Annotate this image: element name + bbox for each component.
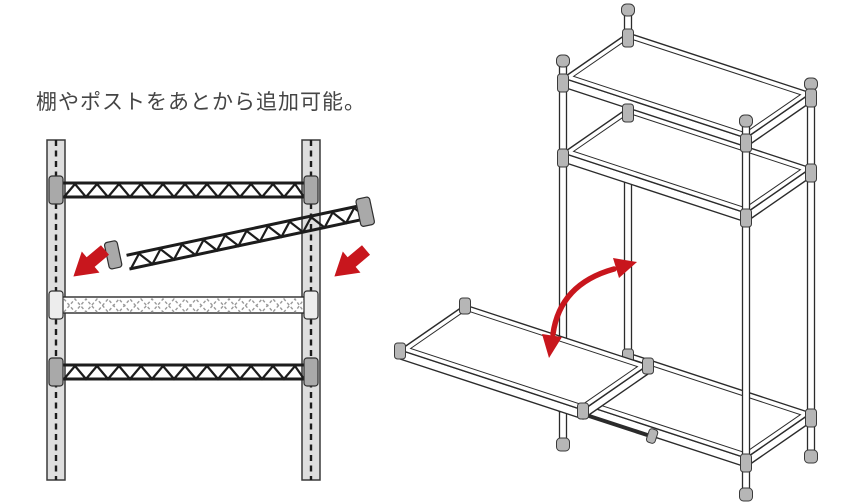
caption-text: 棚やポストをあとから追加可能。: [36, 91, 366, 114]
angled-beam-right-connector: [355, 196, 375, 227]
insert-arrow-right-icon: [334, 245, 371, 277]
post-front-left: [556, 54, 570, 452]
post-foot-cap: [556, 437, 570, 452]
post-top-cap: [804, 77, 818, 91]
top-beam: [48, 175, 319, 205]
shelf-corner-cap: [577, 402, 589, 420]
top-beam-left-connector: [48, 175, 64, 205]
shelf-corner-cap: [459, 297, 471, 315]
bottom-beam: [48, 357, 319, 387]
shelf-unit-diagram: [394, 3, 818, 502]
slot-insertion-diagram: [46, 139, 375, 481]
shelf-corner-cap: [642, 357, 654, 375]
top-beam-right-connector: [303, 175, 319, 205]
angled-beam: [126, 196, 375, 271]
post-foot-cap: [739, 487, 753, 502]
post-top-cap: [739, 114, 753, 128]
bottom-beam-right-connector: [303, 357, 319, 387]
detached-shelf: [394, 297, 659, 444]
rotation-arrow-icon: [542, 258, 637, 358]
shelf-sleeves: [557, 28, 817, 473]
ghost-right-connector: [303, 290, 319, 320]
ghost-left-connector: [48, 290, 64, 320]
post-top-cap: [556, 54, 570, 68]
shelf-corner-cap: [394, 342, 406, 360]
shelf-rail: [581, 412, 657, 440]
insert-arrow-left-icon: [73, 245, 110, 277]
post-front-right: [739, 114, 753, 502]
post-foot-cap: [804, 449, 818, 464]
ghost-beam: [48, 290, 319, 320]
post-top-cap: [621, 3, 635, 17]
post-back-right: [804, 77, 818, 464]
rail-end-cap: [645, 428, 659, 444]
bottom-beam-left-connector: [48, 357, 64, 387]
